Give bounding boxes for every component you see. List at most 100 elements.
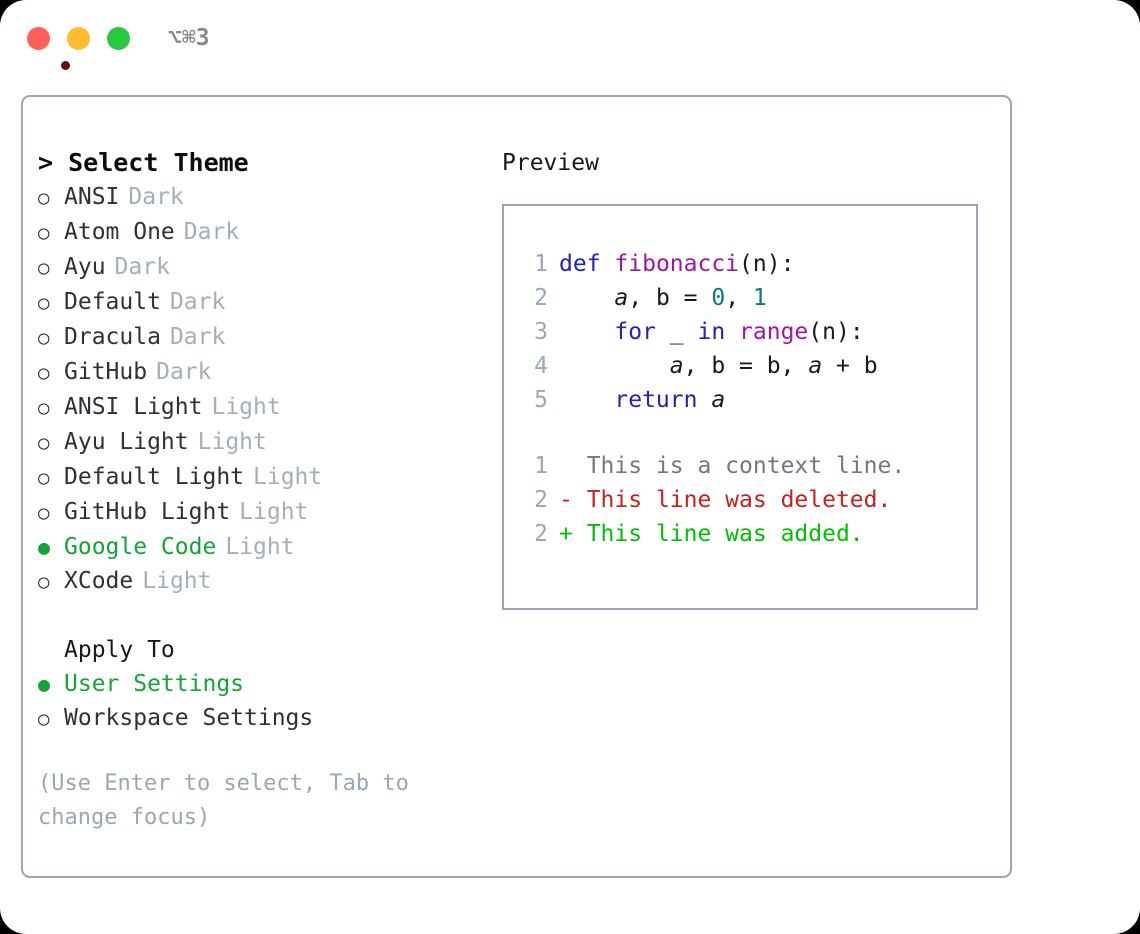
diff-line-text: This line was added. bbox=[572, 521, 864, 547]
code-token-plain: = bbox=[669, 285, 712, 311]
code-token-plain: b bbox=[655, 285, 670, 311]
radio-unselected-icon: ○ bbox=[38, 292, 50, 314]
line-number: 1 bbox=[534, 251, 548, 277]
theme-option-default-light[interactable]: ○ Default Light Light bbox=[38, 460, 478, 495]
theme-option-label: Atom One bbox=[64, 219, 175, 245]
code-token-kw: return bbox=[614, 387, 698, 413]
theme-option-label: Dracula bbox=[64, 324, 161, 350]
maximize-window-button[interactable] bbox=[107, 27, 130, 50]
radio-unselected-icon: ○ bbox=[38, 502, 50, 524]
code-token-plain: (n): bbox=[739, 251, 795, 277]
theme-variant-badge: Dark bbox=[156, 359, 212, 385]
diff-lines: 1 This is a context line.2- This line wa… bbox=[522, 449, 970, 551]
theme-variant-badge: Dark bbox=[169, 324, 226, 350]
code-token-plain bbox=[601, 251, 615, 277]
code-token-plain: , bbox=[683, 353, 712, 379]
code-token-plain: b bbox=[766, 353, 781, 379]
line-number: 1 bbox=[534, 453, 548, 479]
apply-to-option-label: User Settings bbox=[64, 671, 245, 697]
line-number: 2 bbox=[534, 521, 548, 547]
code-token-fn: range bbox=[739, 319, 809, 345]
diff-line-del: 2- This line was deleted. bbox=[522, 483, 970, 517]
code-token-plain bbox=[559, 285, 614, 311]
code-token-fn: fibonacci bbox=[614, 251, 740, 277]
theme-option-label: Ayu Light bbox=[64, 429, 189, 455]
code-token-plain bbox=[559, 319, 614, 345]
theme-option-ansi-light[interactable]: ○ ANSI Light Light bbox=[38, 390, 478, 425]
theme-option-label: Google Code bbox=[64, 534, 217, 560]
code-token-plain bbox=[725, 319, 739, 345]
code-token-plain: , bbox=[725, 285, 753, 311]
code-token-var: a bbox=[614, 285, 629, 311]
radio-selected-icon: ● bbox=[38, 535, 51, 559]
code-token-plain: + bbox=[822, 353, 864, 379]
code-token-plain bbox=[559, 353, 670, 379]
theme-option-dracula[interactable]: ○ Dracula Dark bbox=[38, 320, 478, 355]
code-line-content: return a bbox=[559, 383, 725, 417]
recording-indicator-icon bbox=[61, 61, 70, 70]
code-token-kw: for bbox=[614, 319, 656, 345]
apply-to-option-user-settings[interactable]: ● User Settings bbox=[38, 667, 478, 701]
code-token-kw: def bbox=[559, 251, 601, 277]
theme-variant-badge: Light bbox=[225, 534, 295, 560]
diff-line-ctx: 1 This is a context line. bbox=[522, 449, 970, 483]
theme-option-label: XCode bbox=[64, 568, 134, 594]
radio-unselected-icon: ○ bbox=[38, 362, 50, 384]
apply-to-option-workspace-settings[interactable]: ○Workspace Settings bbox=[38, 701, 478, 736]
code-token-plain: , bbox=[780, 353, 809, 379]
diff-sign: + bbox=[559, 521, 573, 547]
radio-unselected-icon: ○ bbox=[38, 432, 50, 454]
page-title: > Select Theme bbox=[38, 148, 249, 177]
title-bar: ⌥⌘3 bbox=[0, 0, 1140, 78]
keyboard-shortcut-label: ⌥⌘3 bbox=[168, 25, 210, 51]
code-token-plain: b bbox=[711, 353, 726, 379]
radio-unselected-icon: ○ bbox=[38, 571, 50, 593]
code-diff-spacer bbox=[522, 417, 970, 449]
code-token-var: a bbox=[808, 353, 823, 379]
theme-option-label: ANSI Light bbox=[64, 394, 203, 420]
theme-variant-badge: Light bbox=[239, 499, 309, 525]
preview-title: Preview bbox=[502, 150, 599, 176]
radio-selected-icon: ● bbox=[38, 672, 51, 696]
diff-line-text: This line was deleted. bbox=[572, 487, 892, 513]
code-token-plain: (n): bbox=[808, 319, 864, 345]
theme-option-ayu-light[interactable]: ○ Ayu Light Light bbox=[38, 425, 478, 460]
apply-to-option-list[interactable]: ● User Settings ○Workspace Settings bbox=[38, 667, 478, 736]
code-token-plain bbox=[697, 387, 711, 413]
code-line-content: a, b = 0, 1 bbox=[559, 281, 767, 315]
code-line-content: for _ in range(n): bbox=[559, 315, 864, 349]
code-token-num: 1 bbox=[752, 285, 767, 311]
theme-option-xcode[interactable]: ○ XCode Light bbox=[38, 564, 478, 599]
line-number: 5 bbox=[534, 387, 548, 413]
theme-variant-badge: Dark bbox=[114, 254, 170, 280]
apply-to-heading: Apply To bbox=[64, 637, 175, 663]
theme-variant-badge: Light bbox=[142, 568, 212, 594]
code-token-var: a bbox=[711, 387, 726, 413]
code-line: 4 a, b = b, a + b bbox=[522, 349, 970, 383]
list-spacer bbox=[38, 599, 478, 633]
theme-variant-badge: Light bbox=[211, 394, 281, 420]
radio-unselected-icon: ○ bbox=[38, 467, 50, 489]
theme-variant-badge: Light bbox=[253, 464, 323, 490]
radio-unselected-icon: ○ bbox=[38, 327, 50, 349]
theme-option-label: Default Light bbox=[64, 464, 245, 490]
theme-variant-badge: Dark bbox=[183, 219, 240, 245]
theme-option-label: GitHub Light bbox=[64, 499, 231, 525]
theme-option-label: ANSI bbox=[64, 184, 120, 210]
close-window-button[interactable] bbox=[27, 27, 70, 70]
radio-unselected-icon: ○ bbox=[38, 397, 50, 419]
theme-option-github-light[interactable]: ○ GitHub Light Light bbox=[38, 495, 478, 530]
theme-variant-badge: Light bbox=[197, 429, 267, 455]
apply-to-option-label: Workspace Settings bbox=[64, 705, 314, 731]
minimize-window-button[interactable] bbox=[67, 27, 90, 50]
theme-option-google-code[interactable]: ● Google Code Light bbox=[38, 530, 478, 564]
